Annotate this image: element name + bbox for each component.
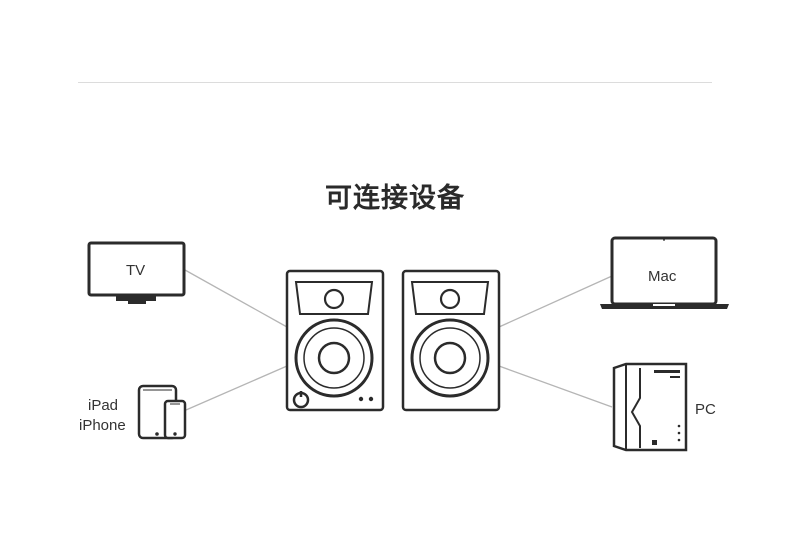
line-ipad [185,365,288,411]
line-pc [498,365,613,408]
tv-label: TV [126,262,146,279]
iphone-label: iPhone [79,417,126,434]
mac-label: Mac [648,268,677,285]
tv-icon [87,241,186,304]
top-divider [78,82,712,83]
right-speaker-icon [401,269,501,412]
laptop-icon [600,236,729,309]
connection-lines [184,269,613,411]
line-mac [498,275,613,328]
ipad-label: iPad [88,397,119,414]
ipad-iphone-icon [137,384,187,440]
left-speaker-icon [285,269,385,412]
page-title: 可连接设备 [325,183,465,214]
pc-label: PC [695,401,716,418]
line-tv [184,269,288,328]
pc-tower-icon [612,362,688,452]
